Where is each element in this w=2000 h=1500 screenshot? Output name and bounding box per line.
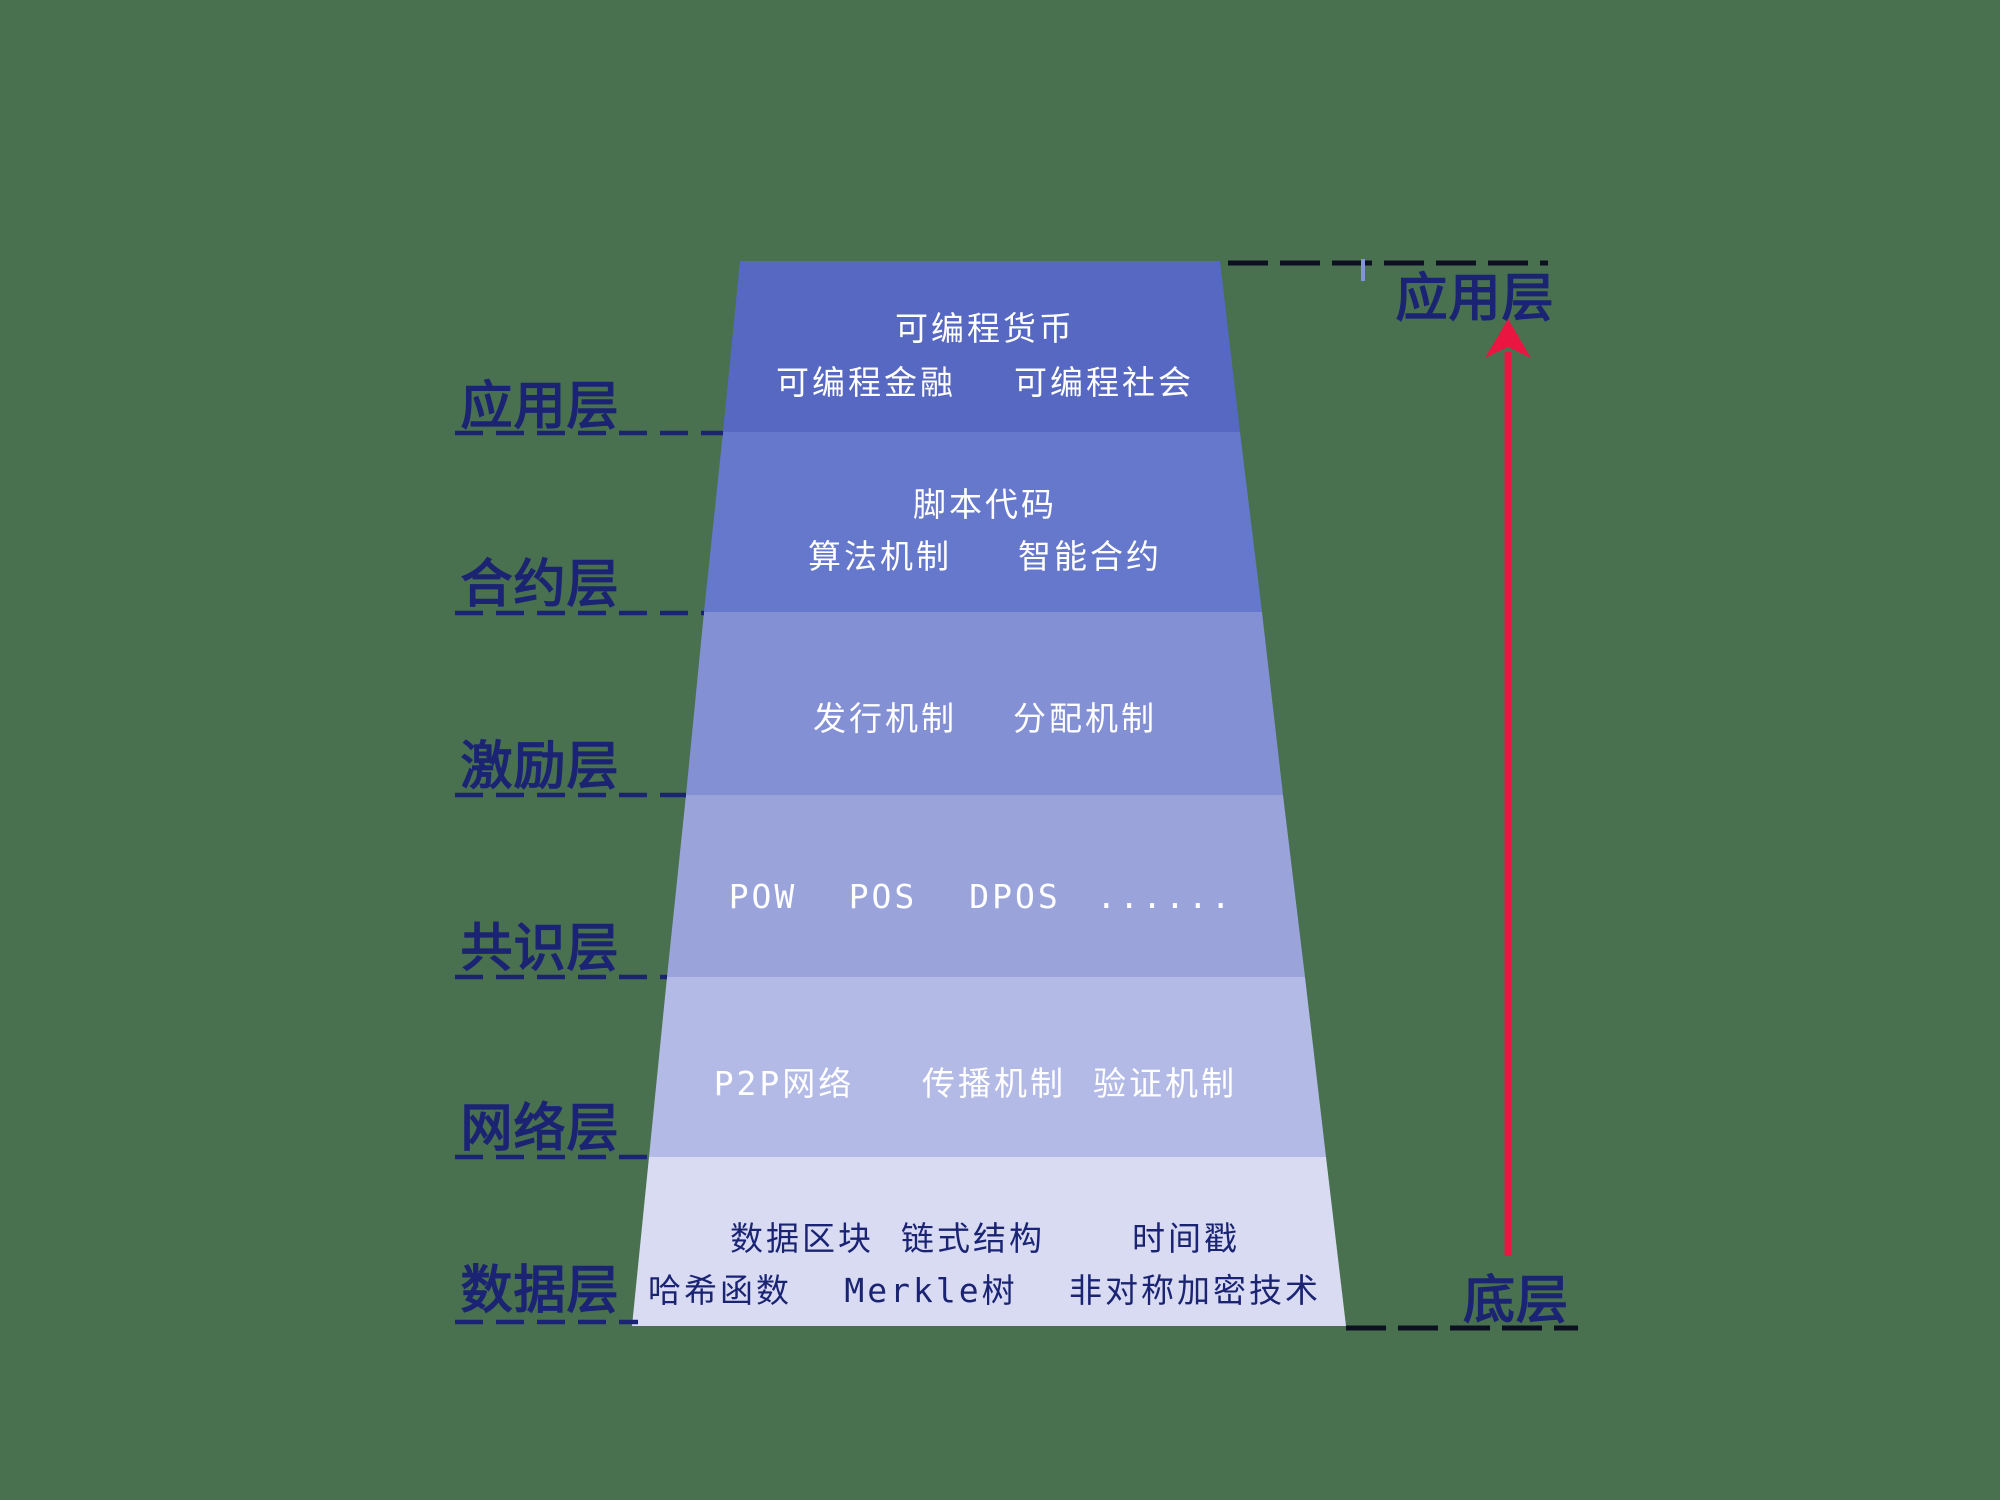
layer-band-incentive: [686, 612, 1283, 795]
layer2-item-smart-contract: 智能合约: [1018, 537, 1162, 576]
layer1-item-programmable-currency: 可编程货币: [895, 309, 1075, 348]
right-label-bottom-layer: 底层: [1463, 1271, 1569, 1331]
left-label-consensus-layer: 共识层: [460, 919, 619, 979]
layer5-item-verification-mechanism: 验证机制: [1093, 1064, 1237, 1103]
layer4-item-ellipsis: ......: [1096, 877, 1233, 916]
right-label-application-layer: 应用层: [1395, 269, 1554, 329]
layer2-item-script-code: 脚本代码: [913, 485, 1057, 524]
layer5-item-p2p-network: P2P网络: [714, 1064, 855, 1103]
layer1-item-programmable-society: 可编程社会: [1014, 363, 1194, 402]
layer-band-contract: [704, 432, 1262, 612]
layer4-item-dpos: DPOS: [969, 877, 1060, 916]
layer4-item-pow: POW: [729, 877, 798, 916]
layer5-item-propagation-mechanism: 传播机制: [922, 1064, 1066, 1103]
left-label-contract-layer: 合约层: [460, 555, 619, 615]
layer-band-data: [632, 1157, 1346, 1326]
layer3-item-issuance-mechanism: 发行机制: [813, 699, 957, 738]
layer6-item-data-block: 数据区块: [730, 1219, 874, 1258]
layer6-item-hash-function: 哈希函数: [648, 1271, 792, 1310]
layer6-item-asymmetric-encryption: 非对称加密技术: [1069, 1271, 1321, 1310]
layer-band-network: [649, 977, 1326, 1157]
left-label-network-layer: 网络层: [460, 1099, 619, 1159]
layer4-item-pos: POS: [849, 877, 918, 916]
up-arrow-head: [1485, 319, 1531, 358]
layer6-item-merkle-tree: Merkle树: [844, 1271, 1017, 1310]
left-label-incentive-layer: 激励层: [460, 737, 619, 797]
layer-band-consensus: [667, 795, 1305, 977]
left-label-data-layer: 数据层: [460, 1261, 619, 1321]
layer1-item-programmable-finance: 可编程金融: [776, 363, 956, 402]
layer6-item-timestamp: 时间戳: [1132, 1219, 1240, 1258]
layer6-item-chain-structure: 链式结构: [901, 1219, 1045, 1258]
left-label-application-layer: 应用层: [460, 377, 619, 437]
layer3-item-distribution-mechanism: 分配机制: [1013, 699, 1157, 738]
layer-band-application: [723, 261, 1240, 432]
layer2-item-algorithm-mechanism: 算法机制: [808, 537, 952, 576]
